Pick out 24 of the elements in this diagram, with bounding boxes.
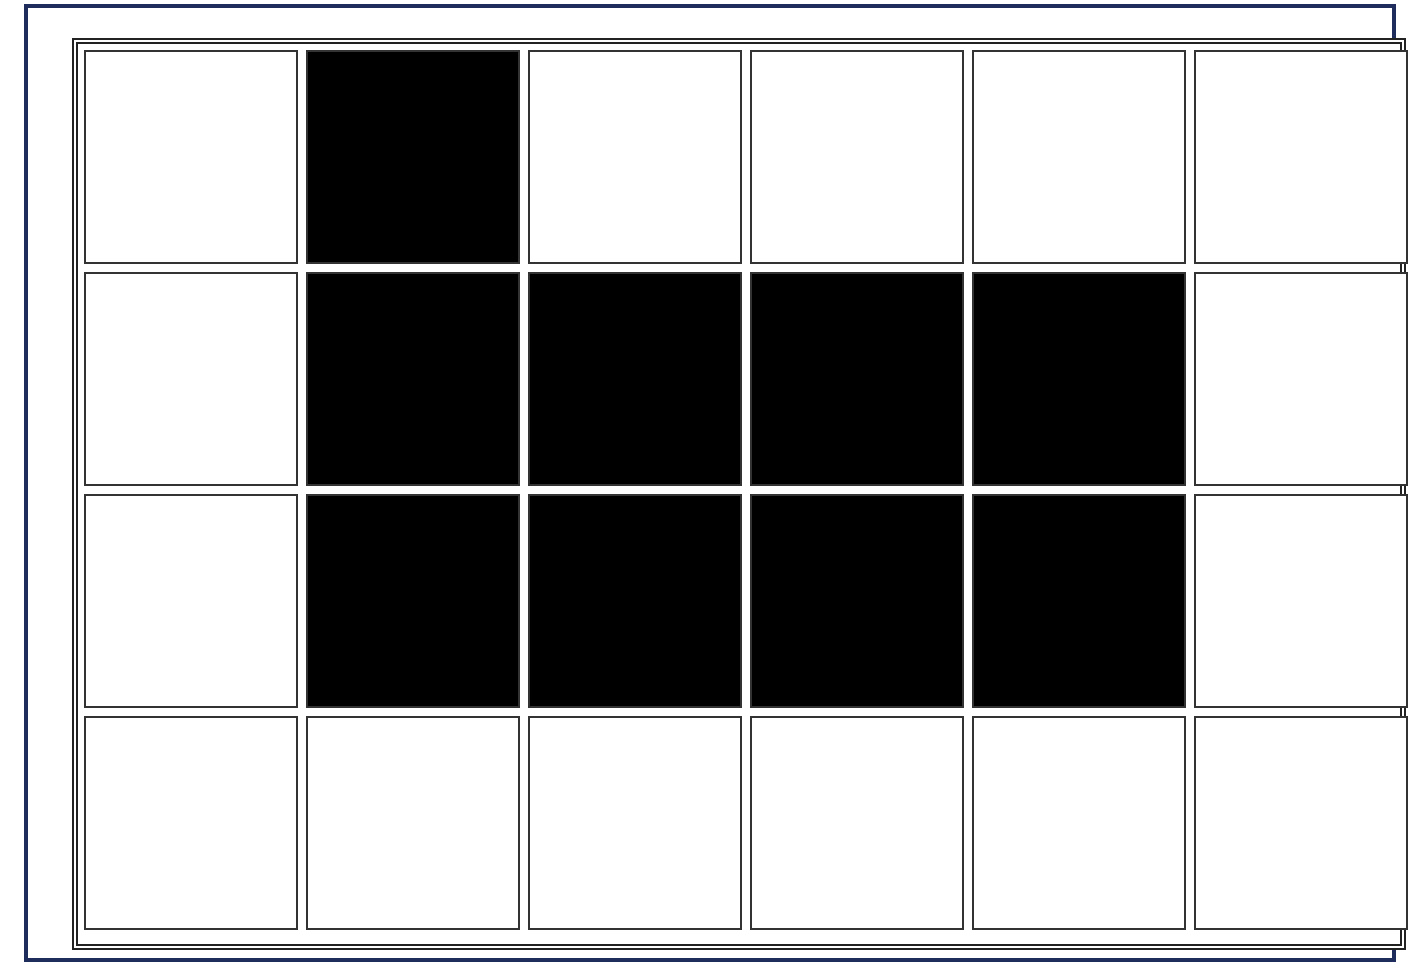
filled-square — [750, 494, 963, 708]
filled-square — [528, 272, 741, 486]
filled-square — [750, 272, 963, 486]
empty-square — [1194, 50, 1407, 264]
filled-square — [306, 494, 519, 708]
empty-square — [306, 716, 519, 930]
empty-square — [1194, 272, 1407, 486]
filled-square — [972, 272, 1185, 486]
empty-square — [750, 716, 963, 930]
empty-square — [1194, 716, 1407, 930]
empty-square — [528, 50, 741, 264]
empty-square — [84, 50, 297, 264]
filled-square — [306, 272, 519, 486]
filled-square — [528, 494, 741, 708]
empty-square — [750, 50, 963, 264]
empty-square — [972, 50, 1185, 264]
empty-square — [1194, 494, 1407, 708]
empty-square — [84, 716, 297, 930]
empty-square — [84, 272, 297, 486]
empty-square — [528, 716, 741, 930]
filled-square — [306, 50, 519, 264]
empty-square — [84, 494, 297, 708]
filled-square — [972, 494, 1185, 708]
empty-square — [972, 716, 1185, 930]
